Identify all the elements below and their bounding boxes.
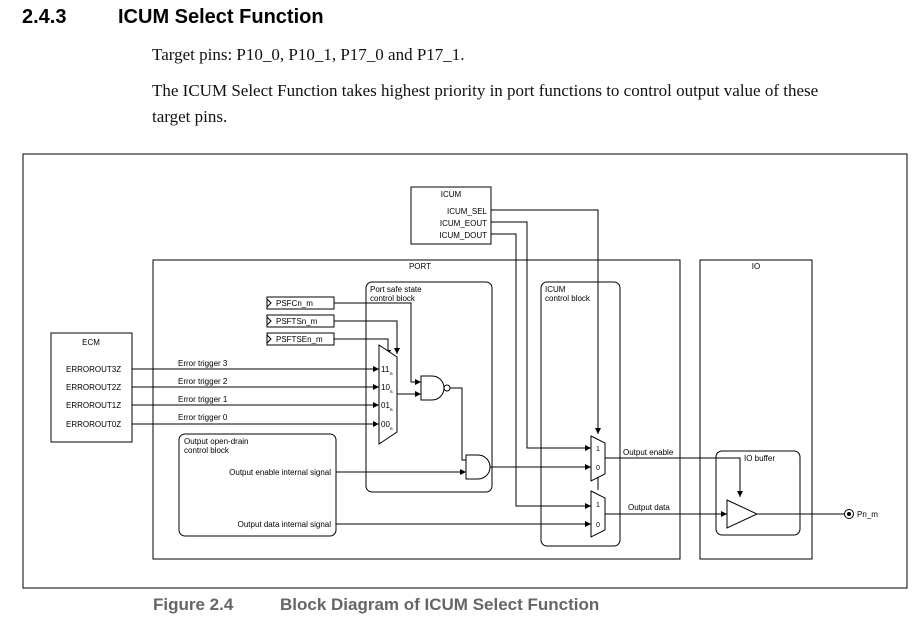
description-line-2: target pins. xyxy=(152,107,228,126)
ecm-signal-2: ERROROUT2Z xyxy=(66,383,121,392)
io-block: IO xyxy=(699,259,813,560)
mux-input-11: 11 xyxy=(381,365,390,374)
output-data-internal-label: Output data internal signal xyxy=(238,520,332,529)
icum-control-block: ICUM control block xyxy=(540,281,621,547)
error-trigger-0-label: Error trigger 0 xyxy=(178,413,228,422)
error-trigger-lines xyxy=(132,366,379,427)
output-enable-internal-label: Output enable internal signal xyxy=(229,468,331,477)
section-number: 2.4.3 xyxy=(22,6,67,28)
ecm-title: ECM xyxy=(82,338,100,347)
safe-block-label-1: Port safe state xyxy=(370,285,422,294)
icum-sel-label: ICUM_SEL xyxy=(447,207,488,216)
icum-block-label-2: control block xyxy=(545,294,591,303)
od-block-label-1: Output open-drain xyxy=(184,437,249,446)
oe-mux-input-1: 1 xyxy=(596,446,600,453)
port-block: PORT xyxy=(152,259,681,560)
psf-registers xyxy=(266,296,335,346)
icum-dout-label: ICUM_DOUT xyxy=(439,231,487,240)
ecm-signal-0: ERROROUT0Z xyxy=(66,420,121,429)
four-to-one-mux: 11 10 01 00 B B B B xyxy=(378,344,398,445)
mux-sub-10: B xyxy=(390,389,393,394)
od-mux-input-0: 0 xyxy=(596,522,600,529)
nand-gate xyxy=(420,375,451,401)
mux-sub-00: B xyxy=(390,426,393,431)
output-data-mux: 1 0 xyxy=(590,490,606,538)
figure-number: Figure 2.4 xyxy=(153,595,234,614)
mux-sub-11: B xyxy=(390,371,393,376)
mux-input-00: 00 xyxy=(381,420,390,429)
section-title: ICUM Select Function xyxy=(118,6,324,28)
icum-title: ICUM xyxy=(441,190,462,199)
mux-input-10: 10 xyxy=(381,383,390,392)
output-enable-mux: 1 0 xyxy=(590,435,606,482)
target-pins-paragraph: Target pins: P10_0, P10_1, P17_0 and P17… xyxy=(152,45,465,64)
output-enable-label: Output enable xyxy=(623,448,674,457)
icum-block-label-1: ICUM xyxy=(545,285,566,294)
port-safe-state-block: Port safe state control block xyxy=(365,281,493,493)
io-buffer-block: IO buffer xyxy=(715,450,801,536)
safe-block-label-2: control block xyxy=(370,294,416,303)
error-trigger-2-label: Error trigger 2 xyxy=(178,377,228,386)
mux-sub-01: B xyxy=(390,407,393,412)
figure-title: Block Diagram of ICUM Select Function xyxy=(280,595,600,614)
psftse-register: PSFTSEn_m xyxy=(276,335,323,344)
port-title: PORT xyxy=(409,262,431,271)
ecm-signal-3: ERROROUT3Z xyxy=(66,365,121,374)
od-block-label-2: control block xyxy=(184,446,230,455)
od-mux-input-1: 1 xyxy=(596,502,600,509)
io-buffer-label: IO buffer xyxy=(744,454,775,463)
error-trigger-3-label: Error trigger 3 xyxy=(178,359,228,368)
pin-terminal xyxy=(844,509,854,519)
figure-frame xyxy=(22,153,908,589)
output-open-drain-block: Output open-drain control block Output e… xyxy=(178,433,337,537)
icum-eout-label: ICUM_EOUT xyxy=(440,219,487,228)
psfc-register: PSFCn_m xyxy=(276,299,313,308)
ecm-block: ECM ERROROUT3Z ERROROUT2Z ERROROUT1Z ERR… xyxy=(50,332,133,443)
description-line-1: The ICUM Select Function takes highest p… xyxy=(152,81,819,100)
error-trigger-1-label: Error trigger 1 xyxy=(178,395,228,404)
ecm-signal-1: ERROROUT1Z xyxy=(66,401,121,410)
icum-block: ICUM ICUM_SEL ICUM_EOUT ICUM_DOUT xyxy=(410,186,492,245)
and-gate xyxy=(465,454,491,480)
mux-input-01: 01 xyxy=(381,401,390,410)
psfts-register: PSFTSn_m xyxy=(276,317,318,326)
io-title: IO xyxy=(752,262,760,271)
pin-label: Pn_m xyxy=(857,510,878,519)
output-data-label: Output data xyxy=(628,503,670,512)
oe-mux-input-0: 0 xyxy=(596,465,600,472)
